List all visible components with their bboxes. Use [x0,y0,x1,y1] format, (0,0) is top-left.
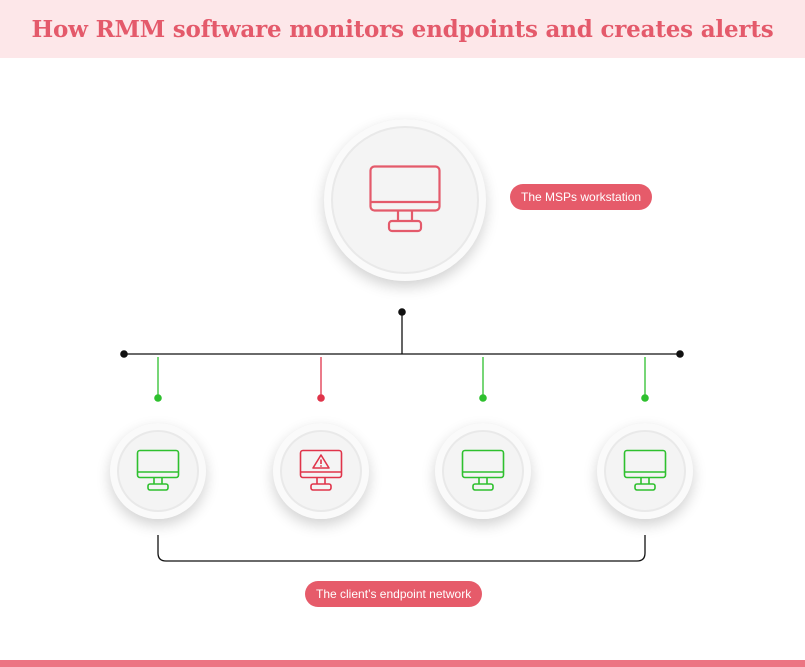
desktop-monitor-icon [623,449,667,491]
branch-dot-3 [479,394,487,402]
desktop-monitor-icon [461,449,505,491]
branch-dot-2 [317,394,325,402]
title-banner: How RMM software monitors endpoints and … [0,0,805,58]
endpoint-node-2-alert [273,423,369,519]
branch-dot-4 [641,394,649,402]
endpoint-node-4 [597,423,693,519]
endpoint-node-3 [435,423,531,519]
client-network-label: The client’s endpoint network [305,581,483,607]
msp-workstation-node [324,119,486,281]
desktop-warning-icon [299,449,343,491]
bus-dot-right [676,350,684,358]
trunk-dot [398,308,406,316]
desktop-monitor-icon [369,165,441,233]
bottom-accent-bar [0,660,805,667]
endpoint-node-1 [110,423,206,519]
branch-dot-1 [154,394,162,402]
network-bracket [157,535,646,562]
desktop-monitor-icon [136,449,180,491]
bus-dot-left [120,350,128,358]
msp-workstation-label: The MSPs workstation [510,184,653,210]
page-title: How RMM software monitors endpoints and … [31,15,774,43]
